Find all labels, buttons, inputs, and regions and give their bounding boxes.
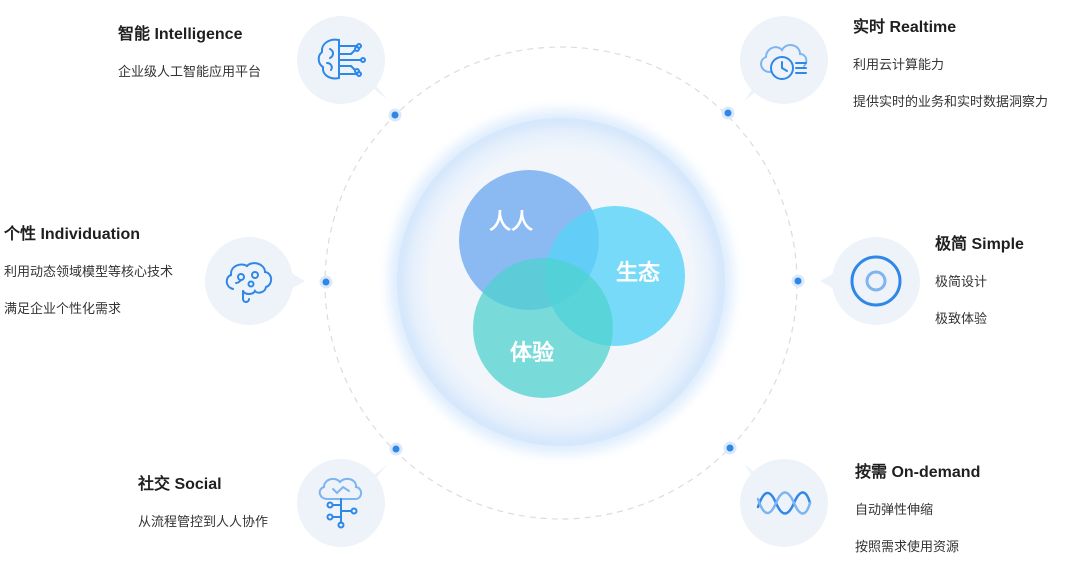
feature-line: 企业级人工智能应用平台 [118,64,262,79]
ring-dot [319,275,333,289]
feature-title: 按需 On-demand [855,464,981,481]
brain-gear-icon [225,262,273,303]
venn-label-people: 人人 [488,210,534,235]
feature-individuation: 个性 Individuation 利用动态领域模型等核心技术 满足企业个性化需求 [4,220,173,317]
cloud-clock-icon [760,44,808,80]
bubble-tail [820,273,834,289]
feature-title: 社交 Social [138,476,222,493]
feature-line: 满足企业个性化需求 [4,301,122,316]
feature-line: 提供实时的业务和实时数据洞察力 [853,94,1049,109]
bubble-tail [291,273,305,289]
ring-dot [791,274,805,288]
feature-line: 极简设计 [935,274,988,289]
feature-ondemand: 按需 On-demand 自动弹性伸缩 按照需求使用资源 [855,458,980,555]
feature-line: 按照需求使用资源 [855,539,960,554]
feature-line: 利用动态领域模型等核心技术 [4,264,174,279]
feature-title: 智能 Intelligence [118,26,243,43]
feature-title: 个性 Individuation [4,226,140,243]
feature-title: 极简 Simple [935,236,1024,253]
ring-dot [388,108,402,122]
feature-line: 从流程管控到人人协作 [138,514,269,529]
feature-social: 社交 Social 从流程管控到人人协作 [138,470,268,530]
feature-line: 自动弹性伸缩 [855,502,934,517]
ring-dot [389,442,403,456]
cloud-network-icon [318,477,363,529]
feature-intelligence: 智能 Intelligence 企业级人工智能应用平台 [118,20,261,80]
individuation-bubble [205,237,293,325]
feature-title: 实时 Realtime [853,19,957,36]
venn-circle-experience [473,258,613,398]
feature-simple: 极简 Simple 极简设计 极致体验 [935,230,1024,327]
brain-circuit-icon [317,38,366,80]
wave-icon [756,491,812,515]
feature-line: 利用云计算能力 [853,57,945,72]
feature-line: 极致体验 [935,311,988,326]
simple-bubble [832,237,920,325]
ring-dot [723,441,737,455]
feature-realtime: 实时 Realtime 利用云计算能力 提供实时的业务和实时数据洞察力 [853,13,1048,110]
bubble-tail [370,86,388,100]
ring-dot [721,106,735,120]
intelligence-bubble [297,16,385,104]
venn-label-ecology: 生态 [615,261,661,286]
target-ring-icon [850,255,902,307]
bubble-tail [744,464,762,478]
bubble-tail [744,87,762,101]
venn-label-experience: 体验 [509,341,555,366]
social-bubble [297,459,385,547]
